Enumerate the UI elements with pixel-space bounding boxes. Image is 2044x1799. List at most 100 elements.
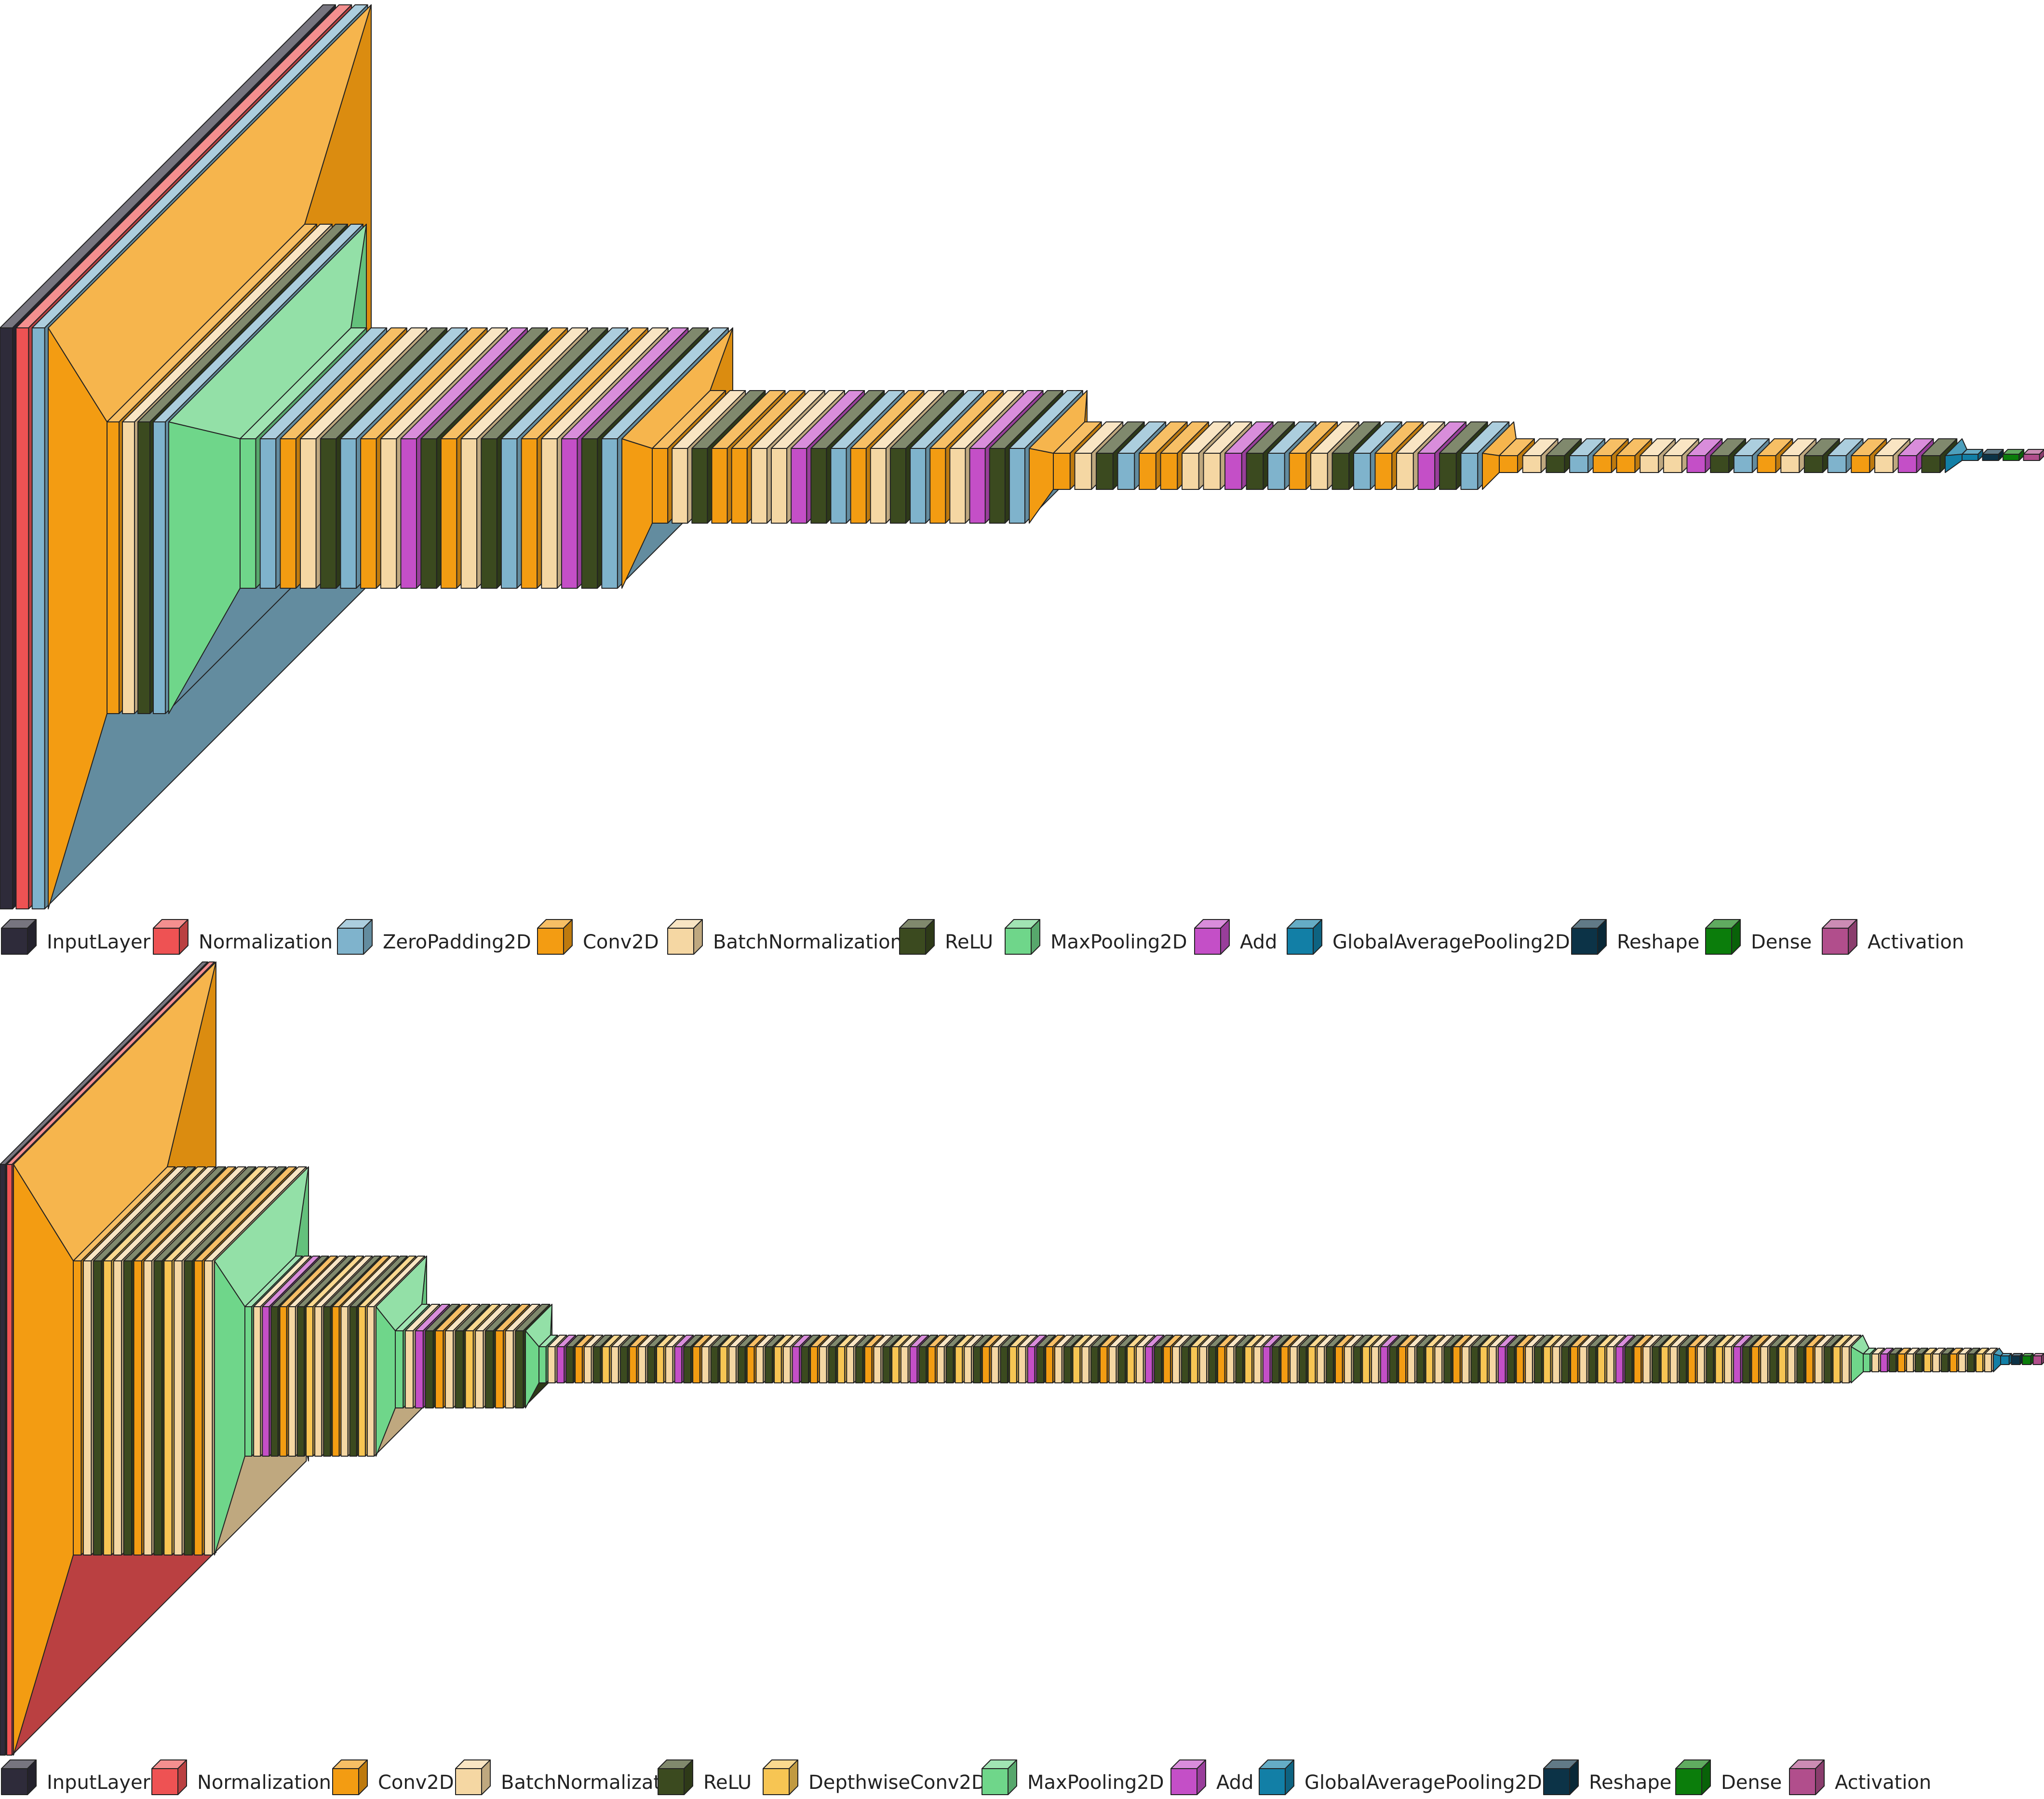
layer-front-face xyxy=(1262,1346,1271,1383)
layer-front-face xyxy=(810,448,827,524)
layer-front-face xyxy=(1769,1346,1777,1383)
layer-front-face xyxy=(1827,455,1847,473)
legend-item-add: Add xyxy=(1170,1759,1253,1795)
layer-front-face xyxy=(1950,1353,1958,1372)
layer-front-face xyxy=(15,327,29,909)
layer-front-face xyxy=(1660,1346,1669,1383)
legend-label: Conv2D xyxy=(378,1772,454,1794)
layer-front-face xyxy=(1096,453,1114,490)
layer-front-face xyxy=(1663,455,1682,473)
legend-item-re-lu: ReLU xyxy=(899,919,993,955)
legend-label: Add xyxy=(1240,931,1277,953)
layer-front-face xyxy=(420,438,437,589)
legend-swatch-front xyxy=(1,928,28,955)
layer-front-face xyxy=(1842,1346,1850,1383)
layer-front-face xyxy=(846,1346,854,1383)
layer-front-face xyxy=(444,1330,454,1408)
layer-front-face xyxy=(204,1260,213,1556)
layer-front-face xyxy=(1244,1346,1252,1383)
layer-reshape xyxy=(2011,1353,2023,1365)
layer-front-face xyxy=(103,1260,112,1556)
layer-front-face xyxy=(137,421,150,714)
legend-swatch-front xyxy=(1170,1768,1197,1795)
legend-item-dense: Dense xyxy=(1675,1759,1782,1795)
layer-front-face xyxy=(1669,1346,1678,1383)
layer-front-face xyxy=(262,1306,270,1457)
layer-front-face xyxy=(1915,1353,1923,1372)
legend-item-zero-padding2-d: ZeroPadding2D xyxy=(337,919,531,955)
layer-front-face xyxy=(1932,1353,1940,1372)
layer-front-face xyxy=(991,1346,999,1383)
layer-front-face xyxy=(656,1346,664,1383)
layer-front-face xyxy=(415,1330,424,1408)
legend-label: GlobalAveragePooling2D xyxy=(1332,931,1570,953)
layer-front-face xyxy=(1533,1346,1542,1383)
layer-front-face xyxy=(2000,1355,2010,1365)
legend-item-reshape: Reshape xyxy=(1543,1759,1671,1795)
legend-label: ReLU xyxy=(945,931,993,953)
layer-front-face xyxy=(964,1346,972,1383)
legend-item-batch-normalization: BatchNormalization xyxy=(667,919,902,955)
layer-front-face xyxy=(1334,1346,1343,1383)
layer-front-face xyxy=(691,448,708,524)
layer-front-face xyxy=(900,1346,909,1383)
layer-front-face xyxy=(1624,1346,1633,1383)
layer-front-face xyxy=(1958,1353,1966,1372)
layer-front-face xyxy=(1226,1346,1235,1383)
layer-front-face xyxy=(1267,453,1285,490)
layer-front-face xyxy=(891,1346,900,1383)
layer-front-face xyxy=(1181,1346,1189,1383)
layer-front-face xyxy=(1897,455,1917,473)
layer-front-face xyxy=(515,1330,524,1408)
layer-front-face xyxy=(93,1260,102,1556)
layer-front-face xyxy=(619,1346,628,1383)
layer-front-face xyxy=(810,1346,818,1383)
layer-front-face xyxy=(989,448,1006,524)
layer-front-face xyxy=(1353,453,1371,490)
layer-front-face xyxy=(561,438,578,589)
layer-front-face xyxy=(1921,455,1941,473)
layer-front-face xyxy=(1009,448,1025,524)
legend-swatch-front xyxy=(332,1768,359,1795)
legend-swatch-front xyxy=(1705,928,1732,955)
layer-front-face xyxy=(143,1260,152,1556)
layer-front-face xyxy=(1787,1346,1796,1383)
layer-front-face xyxy=(1344,1346,1352,1383)
layer-front-face xyxy=(711,448,728,524)
layer-front-face xyxy=(672,448,688,524)
layer-front-face xyxy=(133,1260,142,1556)
layer-front-face xyxy=(0,327,13,909)
layer-front-face xyxy=(455,1330,464,1408)
layer-front-face xyxy=(107,421,120,714)
layer-front-face xyxy=(1733,455,1753,473)
legend-swatch-front xyxy=(1005,928,1032,955)
layer-front-face xyxy=(1923,1353,1932,1372)
layer-front-face xyxy=(1592,455,1612,473)
layer-block-3 xyxy=(244,1256,426,1457)
legend-label: Dense xyxy=(1721,1772,1782,1794)
legend-swatch-front xyxy=(899,928,926,955)
layer-front-face xyxy=(1298,1346,1307,1383)
layer-front-face xyxy=(1823,1346,1832,1383)
layer-front-face xyxy=(349,1306,357,1457)
layer-front-face xyxy=(1371,1346,1379,1383)
layer-front-face xyxy=(1163,1346,1171,1383)
funnel-front xyxy=(1482,453,1500,490)
layer-front-face xyxy=(791,448,807,524)
layer-front-face xyxy=(1326,1346,1334,1383)
layer-front-face xyxy=(949,448,966,524)
layer-front-face xyxy=(1310,453,1328,490)
layer-front-face xyxy=(746,1346,755,1383)
layer-front-face xyxy=(1290,1346,1298,1383)
layer-front-face xyxy=(629,1346,637,1383)
legend-item-normalization: Normalization xyxy=(151,1759,331,1795)
layer-front-face xyxy=(969,448,986,524)
layer-front-face xyxy=(602,1346,610,1383)
layer-front-face xyxy=(1696,1346,1705,1383)
layer-front-face xyxy=(1099,1346,1108,1383)
legend-label: Normalization xyxy=(199,931,333,953)
layer-front-face xyxy=(1976,1353,1984,1372)
legend-item-add: Add xyxy=(1194,919,1277,955)
